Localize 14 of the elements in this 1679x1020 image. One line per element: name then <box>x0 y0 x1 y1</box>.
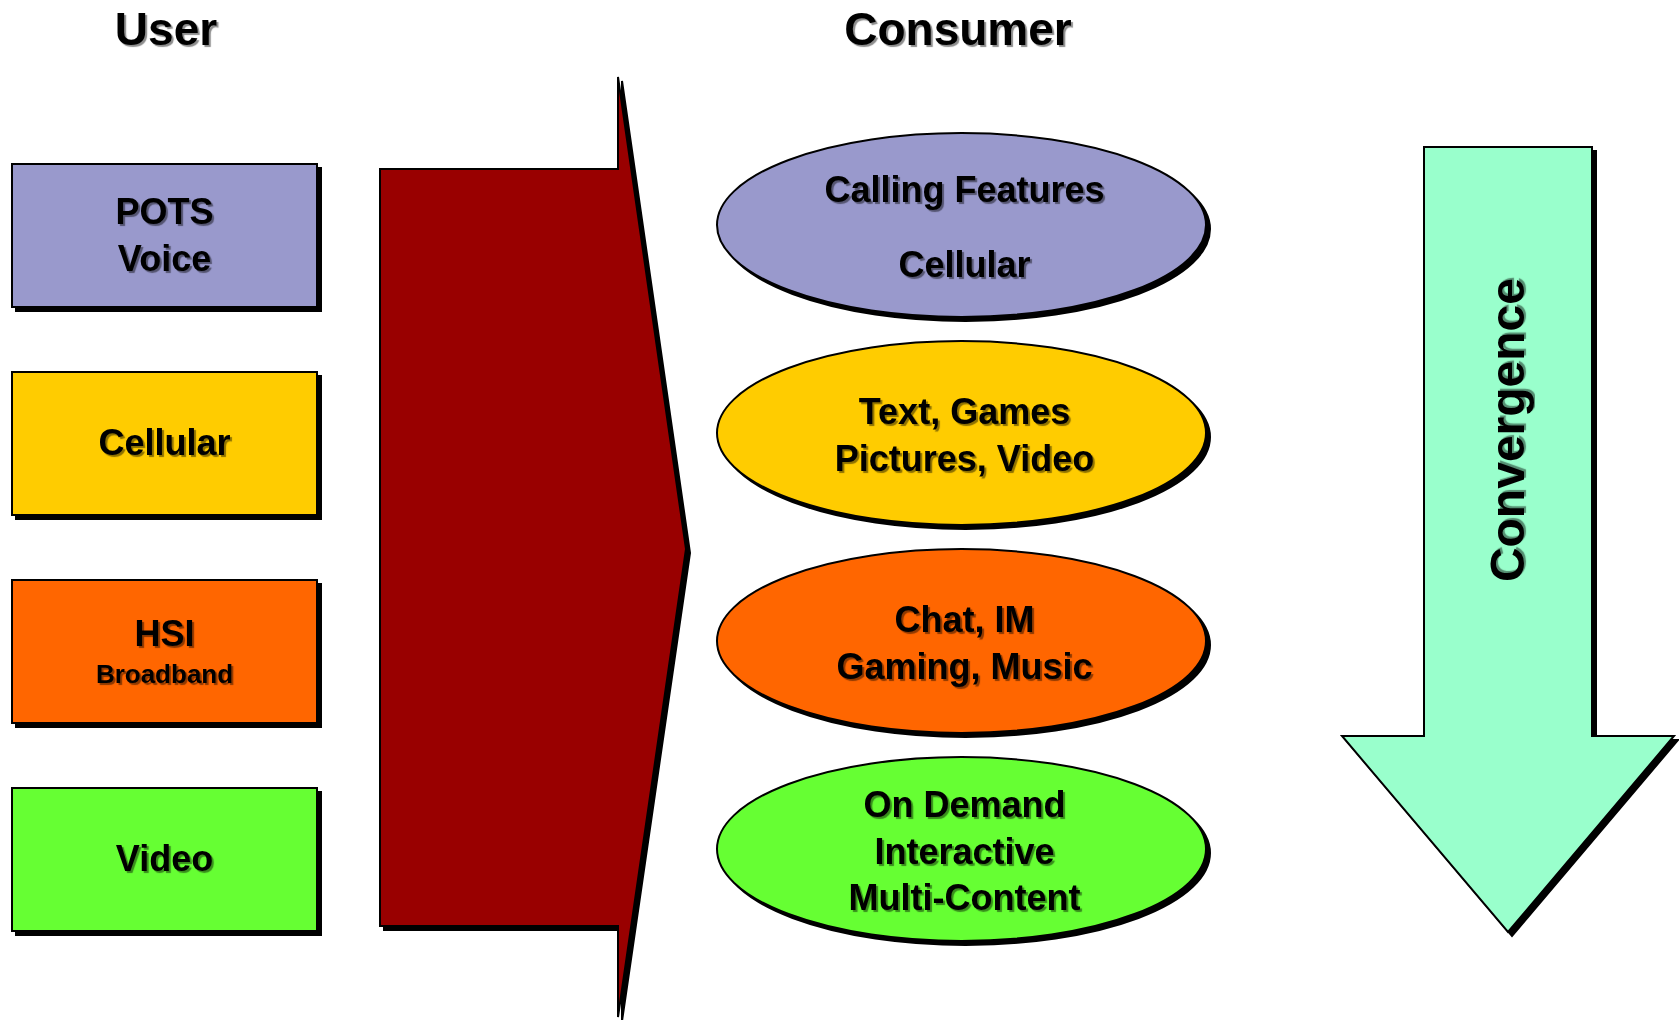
node-text: Calling Features <box>824 168 1105 213</box>
node-text: POTS Voice <box>114 189 215 281</box>
node-text: HSI <box>134 612 195 657</box>
node-text: Cellular <box>898 243 1031 287</box>
column-heading: Consumer <box>844 2 1072 56</box>
node-text: On Demand Interactive Multi-Content <box>847 782 1082 921</box>
column-heading: User <box>114 2 218 56</box>
node-text: Broadband <box>95 658 234 691</box>
down-arrow <box>1340 146 1676 934</box>
node-text: Video <box>115 837 214 882</box>
node-text: Text, Games Pictures, Video <box>833 390 1096 481</box>
node-text: Convergence <box>1479 277 1535 583</box>
node-text: Cellular <box>98 421 231 466</box>
node-text: Chat, IM Gaming, Music <box>835 598 1094 689</box>
